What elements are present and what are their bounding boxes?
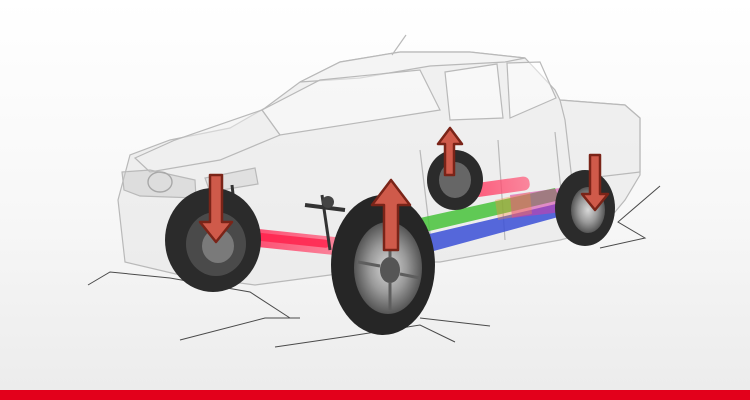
front-emblem <box>147 171 173 193</box>
ground-line-right <box>599 185 661 249</box>
rear-side-window <box>506 61 557 119</box>
front-side-window <box>444 63 504 121</box>
rear-left-arrow <box>436 126 464 177</box>
front-right-arrow <box>370 178 412 252</box>
chassis-frame <box>420 188 562 252</box>
orange-frame-rail <box>495 192 532 220</box>
accent-bar <box>0 390 750 400</box>
rear-near-wheel <box>555 170 615 246</box>
ground-line-left <box>87 271 291 319</box>
ground-line-front <box>179 317 300 341</box>
rear-right-arrow <box>580 153 610 212</box>
ground-line-mid <box>419 317 491 327</box>
front-near-wheel <box>331 195 435 335</box>
truck-bed <box>559 99 641 181</box>
antenna <box>391 34 407 56</box>
pink-frame-rail <box>510 188 562 218</box>
hood <box>133 109 281 173</box>
front-left-arrow <box>198 173 234 244</box>
truck-diagram <box>87 34 661 348</box>
